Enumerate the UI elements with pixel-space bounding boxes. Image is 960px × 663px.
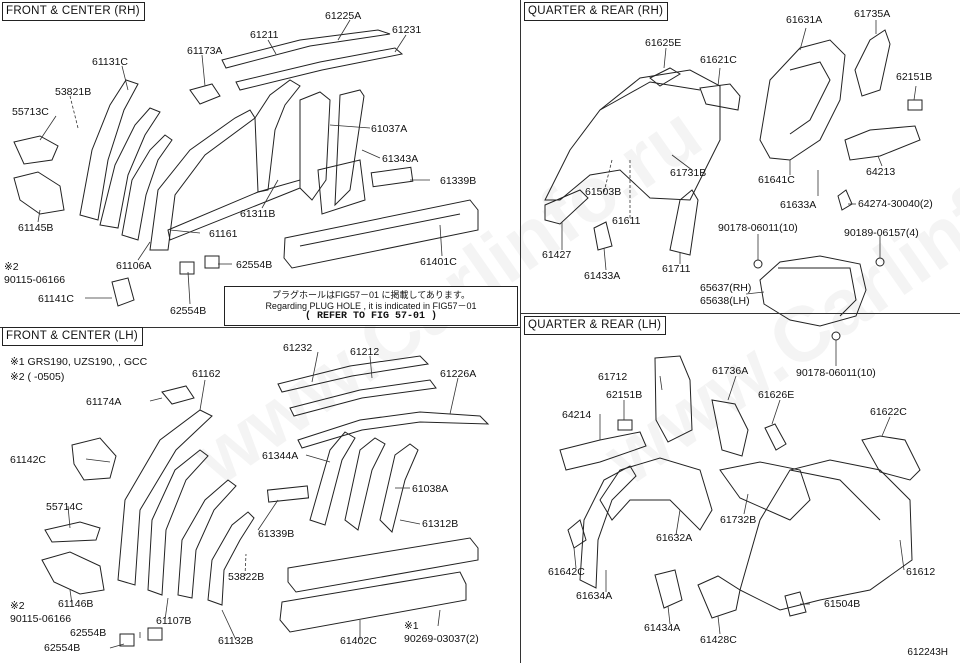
part-label[interactable]: 61141C bbox=[38, 293, 75, 305]
part-label[interactable]: 65638(LH) bbox=[700, 295, 750, 307]
part-label[interactable]: 61212 bbox=[350, 346, 380, 358]
part-label[interactable]: 61434A bbox=[644, 622, 681, 634]
part-label[interactable]: 61428C bbox=[700, 634, 737, 646]
part-label[interactable]: 61107B bbox=[156, 615, 192, 627]
part-label[interactable]: 61343A bbox=[382, 153, 419, 165]
part-label[interactable]: 65637(RH) bbox=[700, 282, 752, 294]
part-label[interactable]: 61625E bbox=[645, 37, 682, 49]
part-label[interactable]: 53821B bbox=[55, 86, 92, 98]
part-label[interactable]: 61626E bbox=[758, 389, 795, 401]
part-label[interactable]: 61311B bbox=[240, 208, 276, 220]
part-label[interactable]: 61612 bbox=[906, 566, 936, 578]
part-label[interactable]: 61622C bbox=[870, 406, 907, 418]
part-label[interactable]: 61142C bbox=[10, 454, 47, 466]
part-label[interactable]: 61339B bbox=[258, 528, 295, 540]
part-label[interactable]: 61611 bbox=[612, 215, 641, 227]
part-label[interactable]: 61735A bbox=[854, 8, 891, 20]
part-label[interactable]: 61504B bbox=[824, 598, 861, 610]
part-label[interactable]: 61037A bbox=[371, 123, 408, 135]
part-label[interactable]: 61402C bbox=[340, 635, 377, 647]
part-label[interactable]: 61132B bbox=[218, 635, 254, 647]
section-title-quarter-rear-lh: QUARTER & REAR (LH) bbox=[524, 316, 667, 335]
part-label[interactable]: 64213 bbox=[866, 166, 896, 178]
part-label[interactable]: 55713C bbox=[12, 106, 49, 118]
part-label[interactable]: 61633A bbox=[780, 199, 817, 211]
part-label[interactable]: 62554B bbox=[170, 305, 207, 317]
plug-hole-note-ref: ( REFER TO FIG 57-01 ) bbox=[304, 311, 438, 322]
part-label[interactable]: 61231 bbox=[392, 24, 422, 36]
footnote-1: ※1 GRS190, UZS190, , GCC bbox=[10, 356, 148, 368]
section-divider bbox=[0, 327, 520, 328]
part-label[interactable]: 61736A bbox=[712, 365, 749, 377]
part-label[interactable]: 61621C bbox=[700, 54, 737, 66]
part-label[interactable]: 61634A bbox=[576, 590, 613, 602]
part-label[interactable]: 61174A bbox=[86, 396, 122, 408]
part-label: ※2 bbox=[10, 600, 25, 612]
part-label[interactable]: 61038A bbox=[412, 483, 449, 495]
part-label[interactable]: 61642C bbox=[548, 566, 585, 578]
part-label: ※2 bbox=[4, 261, 19, 273]
part-label[interactable]: 61146B bbox=[58, 598, 94, 610]
section-title-quarter-rear-rh: QUARTER & REAR (RH) bbox=[524, 2, 669, 21]
part-label[interactable]: 61427 bbox=[542, 249, 572, 261]
part-label[interactable]: 55714C bbox=[46, 501, 83, 513]
part-label[interactable]: 90178-06011(10) bbox=[796, 367, 876, 379]
part-label[interactable]: 61145B bbox=[18, 222, 54, 234]
part-label[interactable]: 62554B bbox=[70, 627, 107, 639]
part-label[interactable]: 61312B bbox=[422, 518, 459, 530]
part-label[interactable]: 61344A bbox=[262, 450, 299, 462]
section-title-front-center-lh: FRONT & CENTER (LH) bbox=[2, 327, 143, 346]
part-label[interactable]: 62554B bbox=[236, 259, 273, 271]
section-divider bbox=[520, 313, 960, 314]
part-label[interactable]: 61225A bbox=[325, 10, 362, 22]
part-label[interactable]: 61211 bbox=[250, 29, 279, 41]
part-label[interactable]: 61339B bbox=[440, 175, 477, 187]
plug-hole-note-jp: プラグホールはFIG57－01 に掲載してあります。 bbox=[271, 290, 471, 300]
plug-hole-note: プラグホールはFIG57－01 に掲載してあります。 Regarding PLU… bbox=[224, 286, 518, 326]
part-label[interactable]: 62151B bbox=[896, 71, 933, 83]
part-label[interactable]: 61106A bbox=[116, 260, 152, 272]
part-label[interactable]: 61712 bbox=[598, 371, 628, 383]
part-label[interactable]: 61641C bbox=[758, 174, 795, 186]
part-label[interactable]: 62554B bbox=[44, 642, 81, 654]
part-label[interactable]: 61632A bbox=[656, 532, 693, 544]
part-label[interactable]: 61731B bbox=[670, 167, 707, 179]
part-label[interactable]: 62151B bbox=[606, 389, 643, 401]
part-label[interactable]: 90189-06157(4) bbox=[844, 227, 919, 239]
part-label[interactable]: 61732B bbox=[720, 514, 757, 526]
part-label[interactable]: 61173A bbox=[187, 45, 223, 57]
part-label[interactable]: 90269-03037(2) bbox=[404, 633, 479, 645]
plug-hole-note-en: Regarding PLUG HOLE , it is indicated in… bbox=[265, 301, 477, 311]
part-label[interactable]: 64214 bbox=[562, 409, 592, 421]
part-label[interactable]: 61232 bbox=[283, 342, 313, 354]
part-label: ※1 bbox=[404, 620, 419, 632]
part-label[interactable]: 61503B bbox=[585, 186, 622, 198]
part-label[interactable]: 61433A bbox=[584, 270, 621, 282]
part-label[interactable]: 90115-06166 bbox=[4, 274, 66, 286]
part-label[interactable]: 90178-06011(10) bbox=[718, 222, 798, 234]
figure-id: 612243H bbox=[907, 647, 948, 658]
section-divider bbox=[520, 0, 521, 663]
part-label[interactable]: 61161 bbox=[209, 228, 238, 240]
part-label[interactable]: 53822B bbox=[228, 571, 265, 583]
part-label[interactable]: 61631A bbox=[786, 14, 823, 26]
footnote-2: ※2 ( -0505) bbox=[10, 371, 65, 383]
part-label[interactable]: 61711 bbox=[662, 263, 691, 275]
part-label[interactable]: 64274-30040(2) bbox=[858, 198, 933, 210]
part-label[interactable]: 61162 bbox=[192, 368, 221, 380]
part-label[interactable]: 61401C bbox=[420, 256, 457, 268]
part-label[interactable]: 61226A bbox=[440, 368, 477, 380]
part-label[interactable]: 90115-06166 bbox=[10, 613, 72, 625]
part-label[interactable]: 61131C bbox=[92, 56, 129, 68]
section-title-front-center-rh: FRONT & CENTER (RH) bbox=[2, 2, 145, 21]
